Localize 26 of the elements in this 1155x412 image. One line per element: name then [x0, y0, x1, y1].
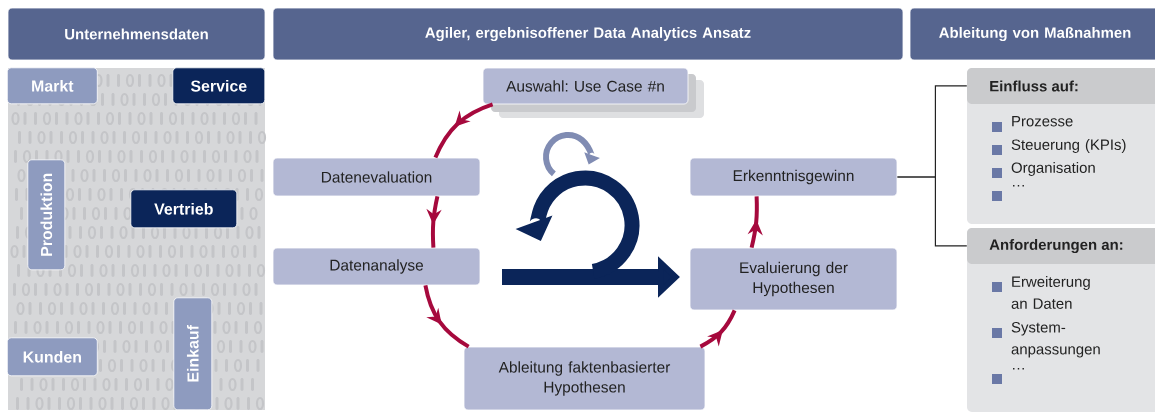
- header-band: Ableitung von Maßnahmen: [909, 7, 1155, 61]
- process-box: Evaluierung der Hypothesen: [689, 247, 898, 311]
- bullet-item: Erweiterung an Daten: [992, 276, 1090, 309]
- data-tag: Service: [172, 67, 266, 105]
- arrow: [423, 285, 470, 349]
- stacked-process-box: Auswahl: Use Case #n: [482, 67, 704, 118]
- bullet-item: System- anpassungen: [992, 322, 1100, 358]
- process-box: Erkenntnisgewinn: [689, 157, 898, 197]
- bullet-item: Prozesse: [992, 116, 1073, 132]
- bullet-item: Organisation: [992, 162, 1095, 178]
- bracket-line: [896, 176, 968, 247]
- arrow: [699, 309, 737, 349]
- data-tag: Produktion: [27, 159, 66, 271]
- arrow: [433, 102, 494, 159]
- data-tag: Einkauf: [173, 297, 213, 411]
- process-box: Datenevaluation: [272, 157, 481, 197]
- bullet-item: …: [992, 368, 1024, 384]
- data-tag: Kunden: [6, 337, 98, 377]
- data-tag: Markt: [6, 67, 98, 105]
- process-box: Ableitung faktenbasierter Hypothesen: [463, 346, 706, 411]
- data-tag: Vertrieb: [130, 189, 238, 229]
- header-band: Agiler, ergebnisoffener Data Analytics Ansatz: [272, 7, 904, 61]
- header-band: Unternehmensdaten: [7, 7, 266, 61]
- bullet-item: …: [992, 185, 1024, 201]
- bullet-item: Steuerung (KPIs): [992, 139, 1126, 155]
- process-box: Datenanalyse: [272, 247, 481, 286]
